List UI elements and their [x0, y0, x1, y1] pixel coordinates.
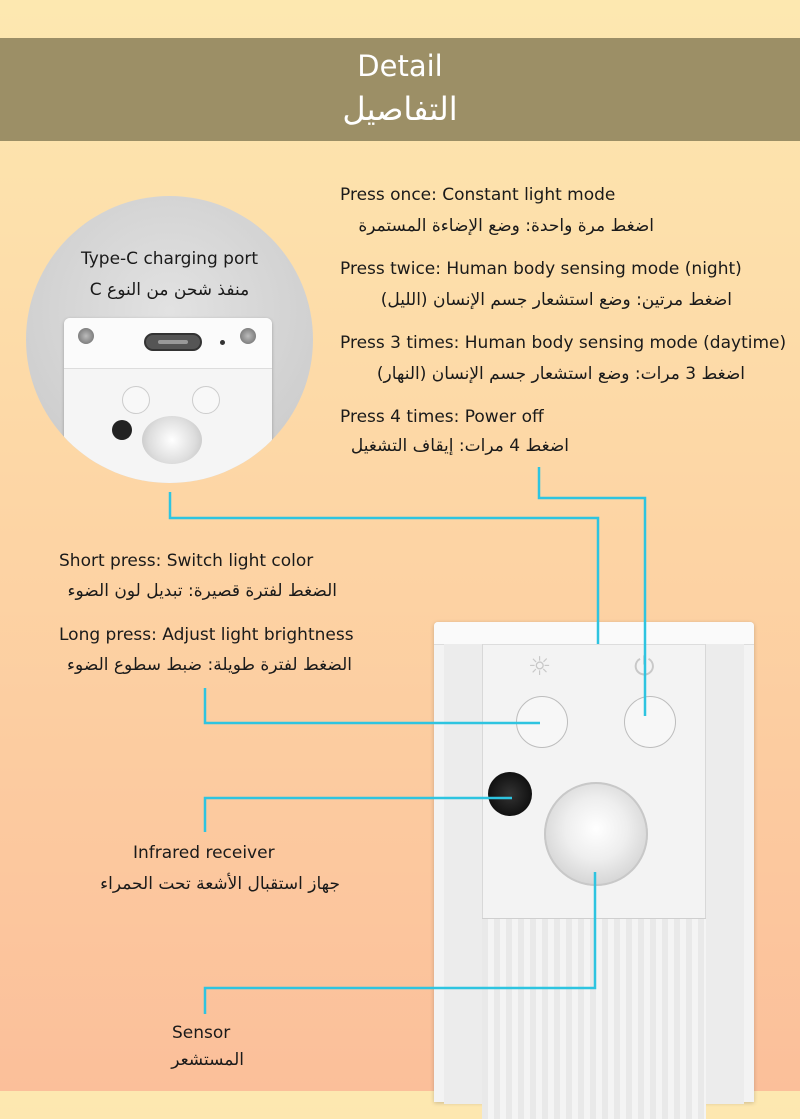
press-once-ar: اضغط مرة واحدة: وضع الإضاءة المستمرة [358, 216, 654, 236]
indicator-led [220, 340, 225, 345]
sensor-label-ar: المستشعر [171, 1050, 244, 1070]
motion-sensor [544, 782, 648, 886]
callout-line-light [203, 688, 540, 725]
usb-c-port-icon [144, 333, 202, 351]
callout-line-infrared [203, 796, 512, 832]
short-press-ar: الضغط لفترة قصيرة: تبديل لون الضوء [67, 581, 337, 601]
long-press-ar: الضغط لفترة طويلة: ضبط سطوع الضوء [67, 655, 352, 675]
press-three-en: Press 3 times: Human body sensing mode (… [340, 333, 787, 353]
header-title-en: Detail [357, 49, 443, 83]
charging-port-closeup: Type-C charging port منفذ شحن من النوع C [26, 196, 313, 483]
power-button[interactable] [624, 696, 676, 748]
press-once-en: Press once: Constant light mode [340, 185, 616, 205]
header-title-ar: التفاصيل [342, 90, 458, 128]
screw-icon [78, 328, 94, 344]
sensor-mini [142, 416, 202, 464]
device-front-view: ☼ ⏻ [434, 622, 754, 1119]
callout-line-charging [168, 492, 600, 644]
long-press-en: Long press: Adjust light brightness [59, 625, 354, 645]
infrared-receiver-mini [112, 420, 132, 440]
infrared-label-ar: جهاز استقبال الأشعة تحت الحمراء [100, 874, 340, 894]
press-four-ar: اضغط 4 مرات: إيقاف التشغيل [350, 436, 569, 456]
sensor-label-en: Sensor [172, 1023, 231, 1043]
infrared-receiver [488, 772, 532, 816]
short-press-en: Short press: Switch light color [59, 551, 314, 571]
press-three-ar: اضغط 3 مرات: وضع استشعار جسم الإنسان (ال… [376, 364, 745, 384]
power-button-mini [192, 386, 220, 414]
press-four-en: Press 4 times: Power off [340, 407, 544, 427]
press-twice-en: Press twice: Human body sensing mode (ni… [340, 259, 742, 279]
charging-port-label-en: Type-C charging port [80, 249, 258, 269]
charging-port-label-ar: منفذ شحن من النوع C [89, 280, 250, 300]
screw-icon [240, 328, 256, 344]
callout-line-power [537, 467, 647, 716]
device-top-view [64, 318, 272, 483]
infrared-label-en: Infrared receiver [133, 843, 275, 863]
header-banner: Detail التفاصيل [0, 38, 800, 141]
press-twice-ar: اضغط مرتين: وضع استشعار جسم الإنسان (الل… [380, 290, 732, 310]
light-button-mini [122, 386, 150, 414]
light-icon: ☼ [528, 652, 552, 682]
callout-lines [168, 467, 647, 1014]
callout-line-sensor [203, 872, 597, 1014]
